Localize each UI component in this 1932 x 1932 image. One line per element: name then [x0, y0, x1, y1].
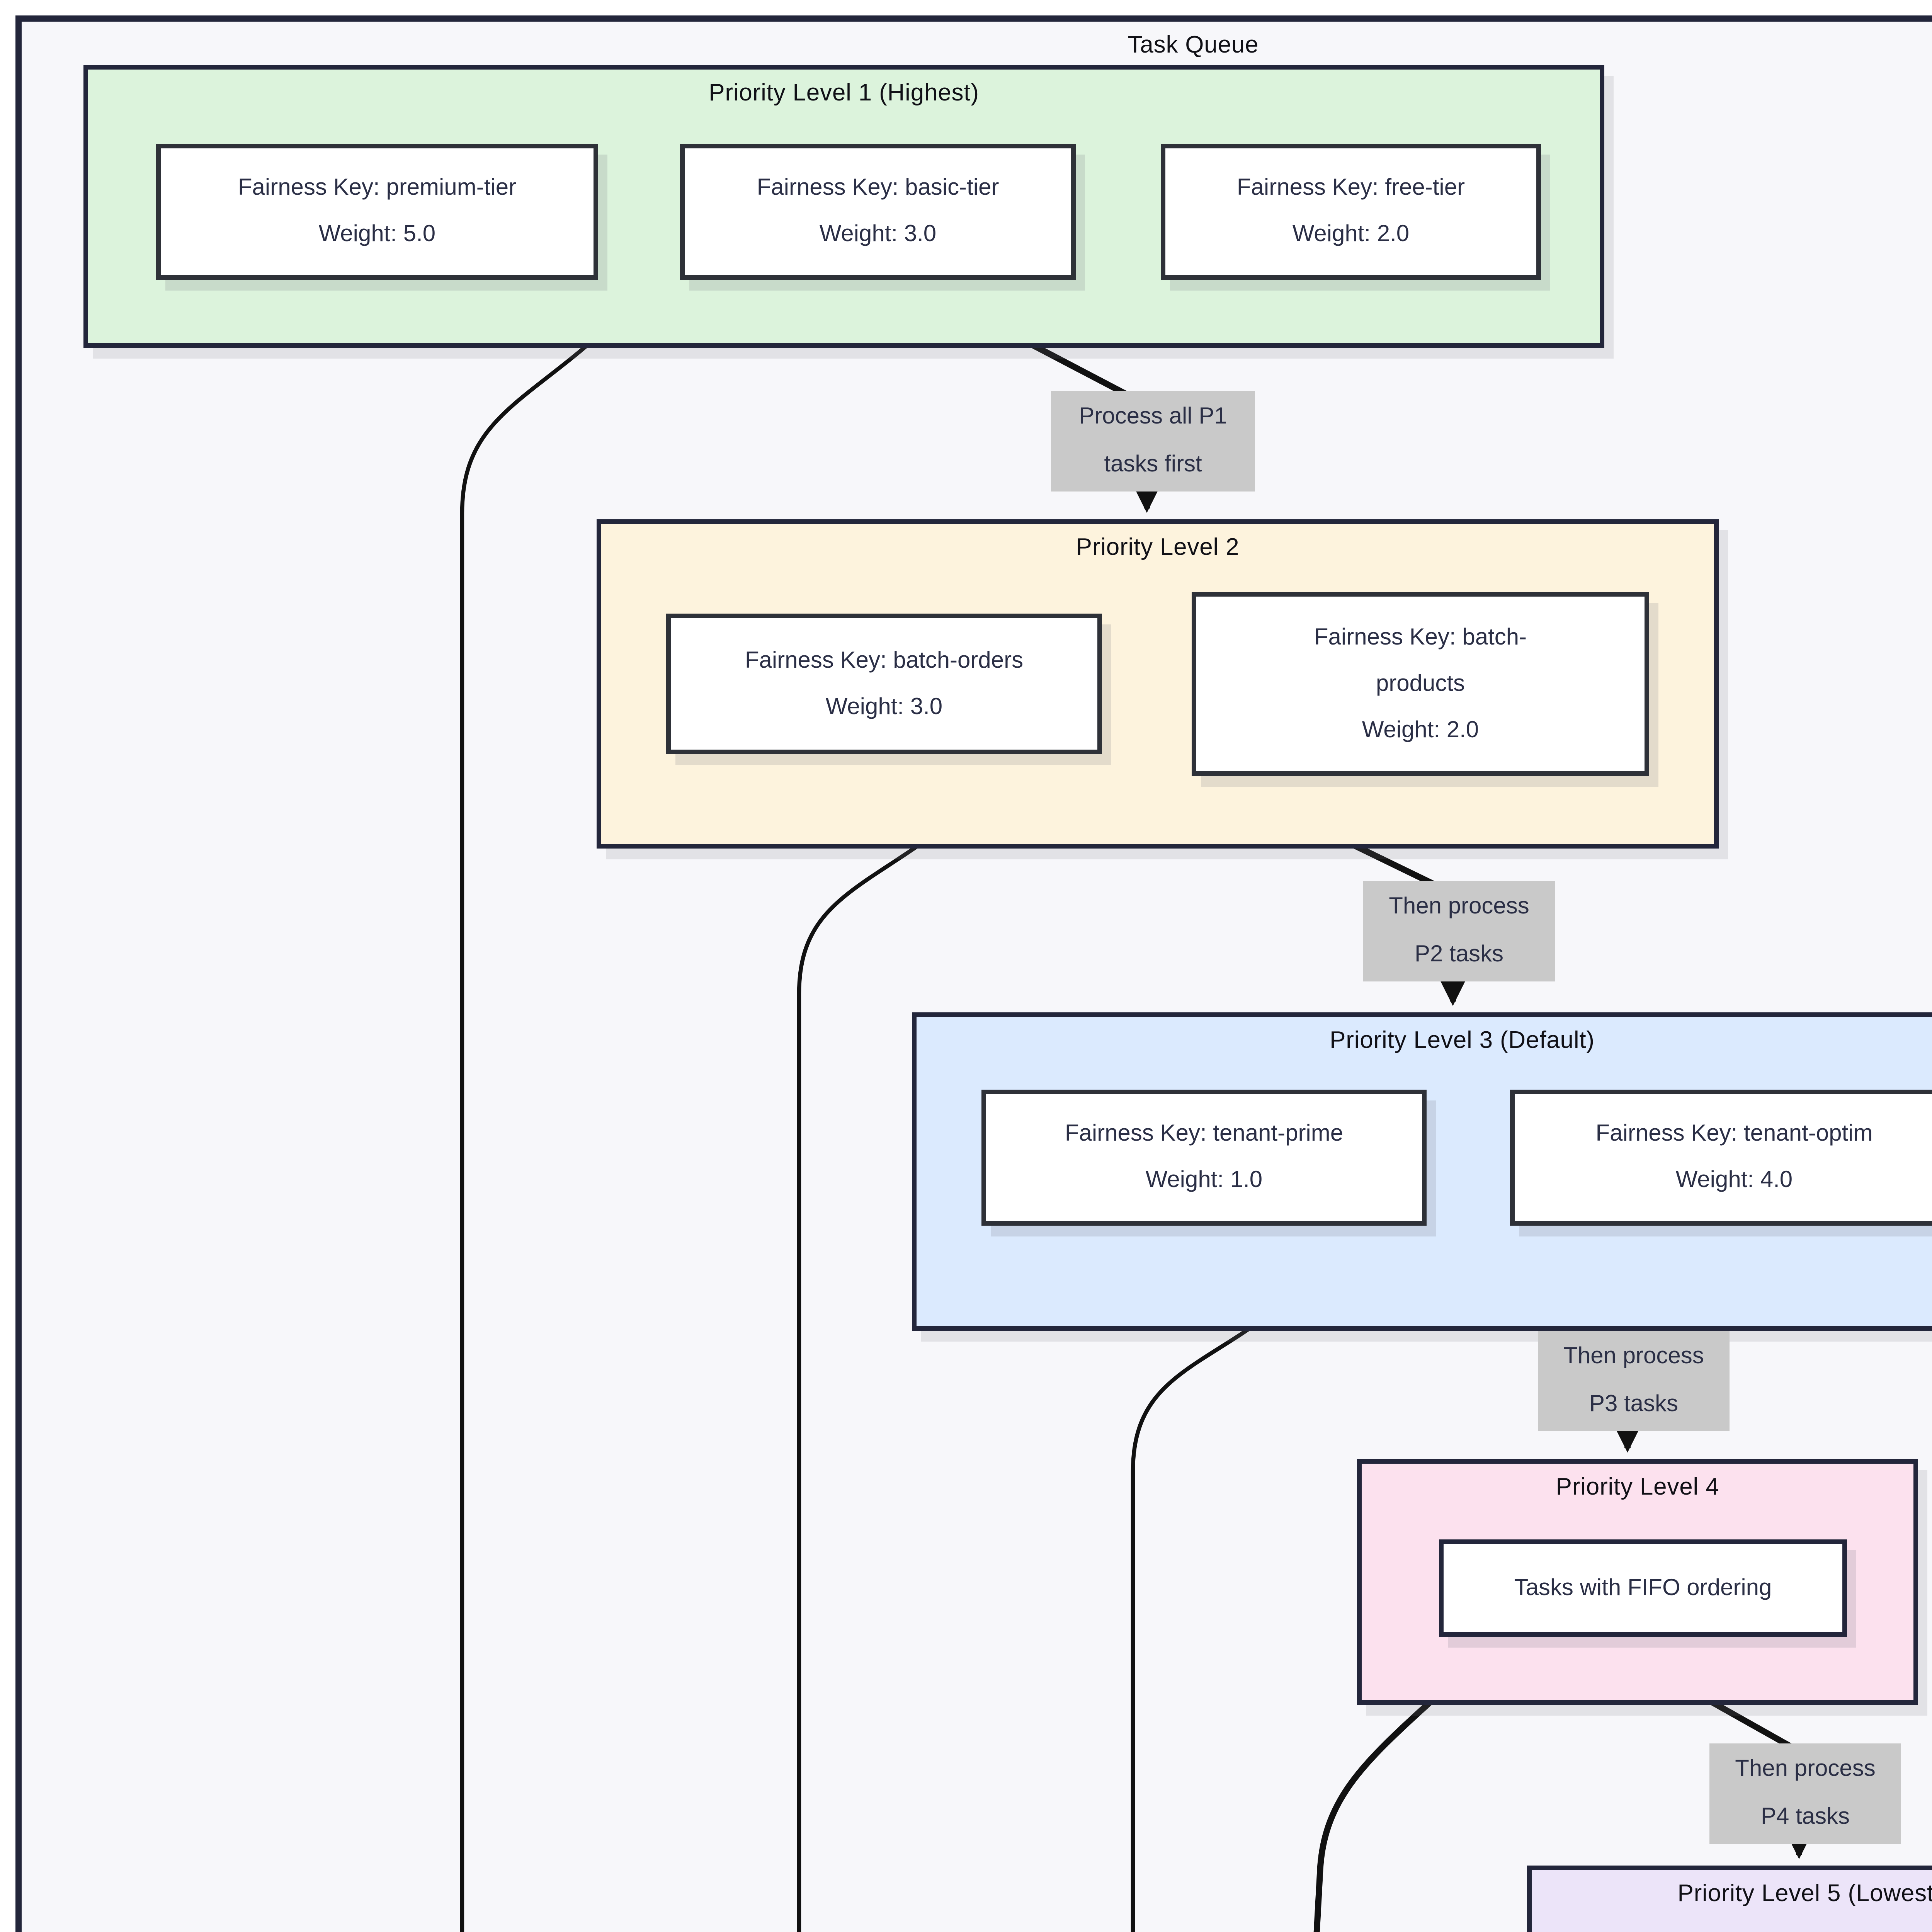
edge-p3-to-workers [1131, 1320, 1261, 1932]
subgraph-priority-1: Priority Level 1 (Highest) Fairness Key:… [83, 65, 1604, 348]
node-text-line: Weight: 5.0 [318, 221, 436, 247]
subgraph-priority-5-title: Priority Level 5 (Lowest) [1677, 1881, 1932, 1907]
edge-label-line: P4 tasks [1760, 1804, 1850, 1830]
edge-label-p4-p5: Then process P4 tasks [1709, 1743, 1901, 1844]
node-text-line: Weight: 4.0 [1675, 1167, 1793, 1193]
node-free-tier: Fairness Key: free-tier Weight: 2.0 [1161, 144, 1541, 280]
edge-label-line: Then process [1563, 1343, 1704, 1369]
edge-label-p1-p2: Process all P1 tasks first [1051, 391, 1255, 492]
subgraph-priority-2-title: Priority Level 2 [1076, 535, 1240, 561]
node-text-line: products [1376, 670, 1465, 696]
node-text-line: Weight: 1.0 [1145, 1167, 1263, 1193]
node-basic-tier: Fairness Key: basic-tier Weight: 3.0 [680, 144, 1076, 280]
node-text-line: Fairness Key: free-tier [1236, 175, 1465, 201]
edge-label-line: Then process [1735, 1756, 1876, 1782]
edge-label-p3-p4: Then process P3 tasks [1538, 1331, 1730, 1431]
subgraph-priority-4-title: Priority Level 4 [1556, 1475, 1719, 1501]
node-text-line: Fairness Key: batch- [1314, 624, 1527, 650]
subgraph-priority-2: Priority Level 2 Fairness Key: batch-ord… [597, 519, 1719, 849]
node-text-line: Fairness Key: premium-tier [238, 175, 517, 201]
node-tenant-prime: Fairness Key: tenant-prime Weight: 1.0 [981, 1090, 1427, 1226]
node-text-line: Weight: 3.0 [825, 693, 943, 719]
node-text-line: Weight: 2.0 [1292, 221, 1410, 247]
node-text-line: Tasks with FIFO ordering [1514, 1574, 1772, 1600]
subgraph-priority-5: Priority Level 5 (Lowest) Tasks with FIF… [1527, 1866, 1932, 1932]
edge-label-line: Then process [1389, 893, 1529, 920]
node-text-line: Weight: 3.0 [819, 221, 937, 247]
subgraph-priority-1-title: Priority Level 1 (Highest) [709, 80, 979, 107]
edge-label-line: Process all P1 [1079, 403, 1227, 430]
edge-label-line: tasks first [1104, 451, 1202, 478]
node-text-line: Fairness Key: tenant-prime [1065, 1121, 1344, 1147]
edge-label-p2-p3: Then process P2 tasks [1363, 881, 1555, 981]
node-batch-products: Fairness Key: batch- products Weight: 2.… [1192, 592, 1649, 776]
node-text-line: Fairness Key: batch-orders [745, 647, 1024, 673]
subgraph-priority-3: Priority Level 3 (Default) Fairness Key:… [912, 1012, 1932, 1331]
edge-label-line: P3 tasks [1589, 1391, 1679, 1417]
node-batch-orders: Fairness Key: batch-orders Weight: 3.0 [666, 614, 1102, 754]
edge-p1-to-workers [460, 337, 597, 1932]
edge-p2-to-workers [797, 837, 929, 1932]
node-tenant-optim: Fairness Key: tenant-optim Weight: 4.0 [1510, 1090, 1932, 1226]
subgraph-priority-4: Priority Level 4 Tasks with FIFO orderin… [1357, 1459, 1918, 1705]
edge-p4-to-workers [1313, 1693, 1440, 1932]
edge-label-line: P2 tasks [1414, 941, 1504, 968]
node-text-line: Weight: 2.0 [1362, 716, 1479, 743]
task-queue-title: Task Queue [1128, 32, 1259, 59]
subgraph-priority-3-title: Priority Level 3 (Default) [1330, 1028, 1595, 1054]
node-fifo-p4: Tasks with FIFO ordering [1439, 1539, 1847, 1637]
node-text-line: Fairness Key: tenant-optim [1595, 1121, 1873, 1147]
node-text-line: Fairness Key: basic-tier [757, 175, 999, 201]
node-premium-tier: Fairness Key: premium-tier Weight: 5.0 [156, 144, 598, 280]
